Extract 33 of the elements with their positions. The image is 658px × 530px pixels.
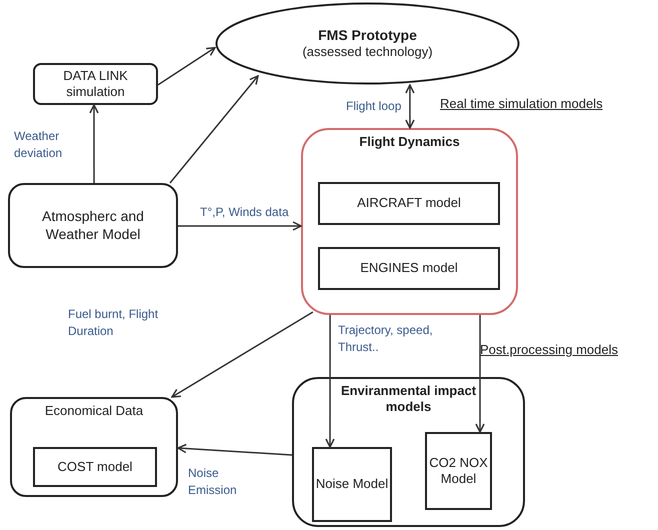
arrow (171, 311, 314, 398)
process-box (425, 432, 492, 510)
arrow (475, 315, 485, 433)
section-heading: Post.processing models (480, 341, 618, 359)
node-title: Enviranmental impact models (340, 383, 478, 416)
arrow (89, 104, 99, 183)
node-title: Flight Dynamics (359, 134, 460, 150)
arrow (325, 315, 335, 448)
node-title: Atmospherc and Weather Model (41, 208, 145, 243)
process-box (318, 247, 500, 290)
arrow (169, 75, 259, 184)
arrow (158, 46, 216, 86)
group-box (301, 128, 518, 315)
node-title: AIRCRAFT model (357, 195, 461, 212)
node-title: DATA LINK simulation (62, 68, 129, 100)
arrow (405, 84, 415, 129)
node-title: Economical Data (44, 403, 144, 420)
group-box (10, 397, 178, 497)
group-box (292, 377, 525, 527)
process-box (33, 63, 158, 105)
node-title: Noise Model (316, 476, 388, 493)
node-title: FMS Prototype (318, 26, 417, 44)
arrow (178, 221, 302, 231)
node-title: ENGINES model (360, 260, 458, 277)
section-heading: Real time simulation models (440, 95, 603, 113)
process-box (33, 447, 157, 487)
node-title: COST model (58, 458, 132, 476)
node-subtitle: (assessed technology) (302, 44, 433, 60)
process-box (318, 182, 500, 225)
process-box (8, 183, 178, 268)
node-title: CO2 NOX Model (428, 454, 489, 488)
process-box (312, 447, 392, 522)
arrow (177, 444, 292, 456)
